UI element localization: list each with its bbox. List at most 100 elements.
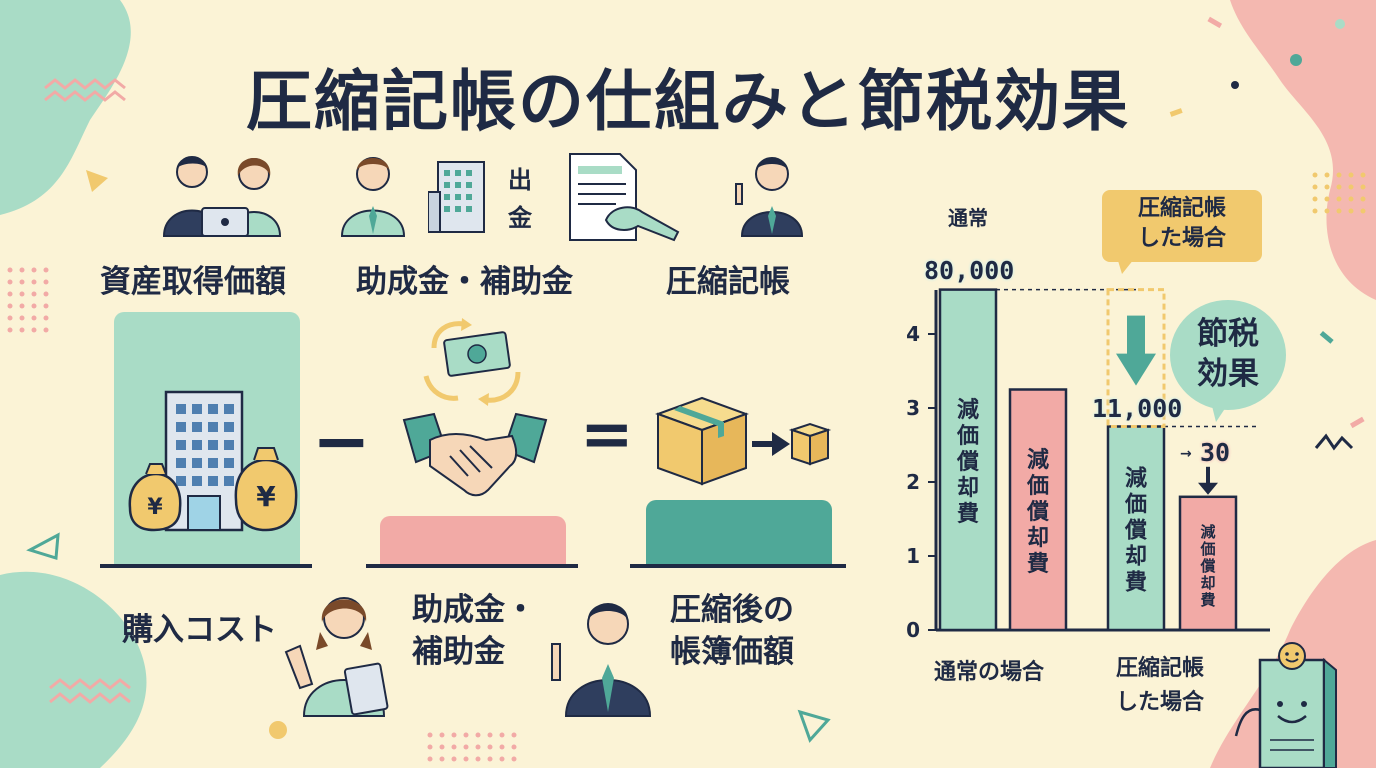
bar-label-char: 価 xyxy=(956,424,979,449)
bubble-pointer xyxy=(1210,398,1232,422)
businessman-pointing-icon xyxy=(551,603,652,717)
mint-blob-top-left xyxy=(0,0,131,215)
subsidy-label: 助成金・補助金 xyxy=(356,264,573,300)
bar-label-char: 却 xyxy=(1027,526,1049,551)
dot-decoration xyxy=(1335,19,1345,29)
office-building-icon xyxy=(428,161,485,233)
y-tick-label: 3 xyxy=(906,396,920,420)
bar-label-char: 減 xyxy=(1200,523,1215,541)
bar-label-char: 費 xyxy=(957,502,979,527)
value-label-11000: 11,000 xyxy=(1092,394,1183,423)
book-value-line1-label: 圧縮後の xyxy=(670,592,794,628)
subsidy-line2-label: 補助金 xyxy=(412,634,505,670)
bar-label-char: 却 xyxy=(1200,574,1215,592)
building-with-money-icon: ¥ ¥ xyxy=(128,390,298,532)
confetti-decoration xyxy=(1169,108,1183,117)
confetti-decoration xyxy=(1207,16,1223,29)
pointing-businessman-icon xyxy=(735,157,804,237)
reduction-arrow-shaft xyxy=(1127,315,1145,356)
bar-label-char: 費 xyxy=(1027,552,1049,577)
confetti-decoration xyxy=(1319,330,1334,344)
y-tick-label: 4 xyxy=(906,322,920,346)
bar-label-char: 費 xyxy=(1200,591,1215,609)
money-cycle-icon xyxy=(423,318,521,406)
dot-decoration xyxy=(1231,81,1239,89)
dot-grid-decoration xyxy=(7,267,49,333)
minus-sign: − xyxy=(312,400,371,482)
pink-blob-top-right xyxy=(1230,0,1376,300)
x-label-compressed-line2: した場合 xyxy=(1116,690,1205,715)
value-30-marker: → xyxy=(1180,446,1192,462)
bar-label-char: 減 xyxy=(1027,448,1049,473)
normal-header-label: 通常 xyxy=(948,206,988,230)
squiggle-decoration xyxy=(1314,433,1354,451)
dot-decoration xyxy=(269,721,287,739)
compressed-callout-line1: 圧縮記帳 xyxy=(1137,196,1226,221)
triangle-decoration xyxy=(86,170,108,192)
equals-sign: = xyxy=(580,398,634,472)
mascot-character-icon xyxy=(1234,642,1337,768)
y-tick-label: 0 xyxy=(906,618,920,642)
triangle-decoration xyxy=(26,532,60,560)
zigzag-decoration-left xyxy=(44,78,126,102)
tax-effect-bubble: 節税 効果 xyxy=(1170,300,1286,410)
reduction-outline xyxy=(1106,288,1166,428)
acquisition-cost-label: 資産取得価額 xyxy=(100,264,286,300)
x-label-compressed-line1: 圧縮記帳 xyxy=(1116,656,1205,681)
dot-grid-decoration xyxy=(1312,172,1366,214)
reduction-arrow-head xyxy=(1116,353,1156,386)
x-label-normal: 通常の場合 xyxy=(934,660,1045,685)
tax-effect-line2: 効果 xyxy=(1197,356,1259,392)
baseline-left xyxy=(100,564,312,568)
y-tick-label: 1 xyxy=(906,544,920,568)
value-label-30: 30 xyxy=(1200,438,1231,467)
bar-label-char: 費 xyxy=(1125,570,1147,595)
book-value-block xyxy=(646,500,832,566)
document-sign-icon xyxy=(569,153,680,242)
dot-decoration xyxy=(1290,54,1302,66)
bar xyxy=(1106,425,1166,632)
bar xyxy=(938,288,998,632)
bar-label-char: 価 xyxy=(1199,540,1215,558)
bar-label-char: 償 xyxy=(956,450,979,475)
woman-with-clipboard-icon xyxy=(284,597,389,717)
bar-label-char: 減 xyxy=(1125,466,1147,491)
small-arrow-head xyxy=(1198,482,1218,495)
business-people-icon xyxy=(162,156,282,237)
tax-effect-line1: 節税 xyxy=(1197,316,1259,352)
baseline-right xyxy=(630,564,846,568)
payout-label-char1: 出 xyxy=(508,166,532,194)
confetti-decoration xyxy=(1349,416,1365,429)
yen-symbol: ¥ xyxy=(256,480,276,513)
box-shrink-icon xyxy=(655,396,832,486)
y-tick-label: 2 xyxy=(906,470,920,494)
compressed-callout: 圧縮記帳 した場合 xyxy=(1102,190,1262,262)
page-title: 圧縮記帳の仕組みと節税効果 xyxy=(246,63,1130,140)
handshake-icon xyxy=(402,412,548,497)
bar-label-char: 価 xyxy=(1124,492,1147,517)
book-value-line2-label: 帳簿価額 xyxy=(670,634,794,670)
bar-label-char: 償 xyxy=(1199,557,1216,575)
bar-label-char: 償 xyxy=(1124,518,1147,543)
bar-label-char: 却 xyxy=(957,476,979,501)
bar xyxy=(1178,495,1238,632)
triangle-decoration xyxy=(797,709,831,743)
compressed-callout-line2: した場合 xyxy=(1137,226,1226,251)
zigzag-decoration-bottom xyxy=(49,678,131,704)
value-label-80000: 80,000 xyxy=(924,256,1015,285)
bar xyxy=(1008,388,1068,632)
subsidy-block xyxy=(380,516,566,566)
subsidy-line1-label: 助成金・ xyxy=(412,592,536,628)
bar-label-char: 却 xyxy=(1125,544,1147,569)
bar-label-char: 価 xyxy=(1026,474,1049,499)
bar-label-char: 償 xyxy=(1026,500,1049,525)
compression-label: 圧縮記帳 xyxy=(666,264,790,300)
baseline-middle xyxy=(366,564,578,568)
yen-symbol: ¥ xyxy=(147,495,163,520)
man-icon xyxy=(340,157,406,237)
callout-pointer xyxy=(1116,254,1138,274)
purchase-cost-label: 購入コスト xyxy=(122,612,277,648)
mint-blob-bottom-left xyxy=(0,571,147,768)
payout-label-char2: 金 xyxy=(508,204,532,232)
